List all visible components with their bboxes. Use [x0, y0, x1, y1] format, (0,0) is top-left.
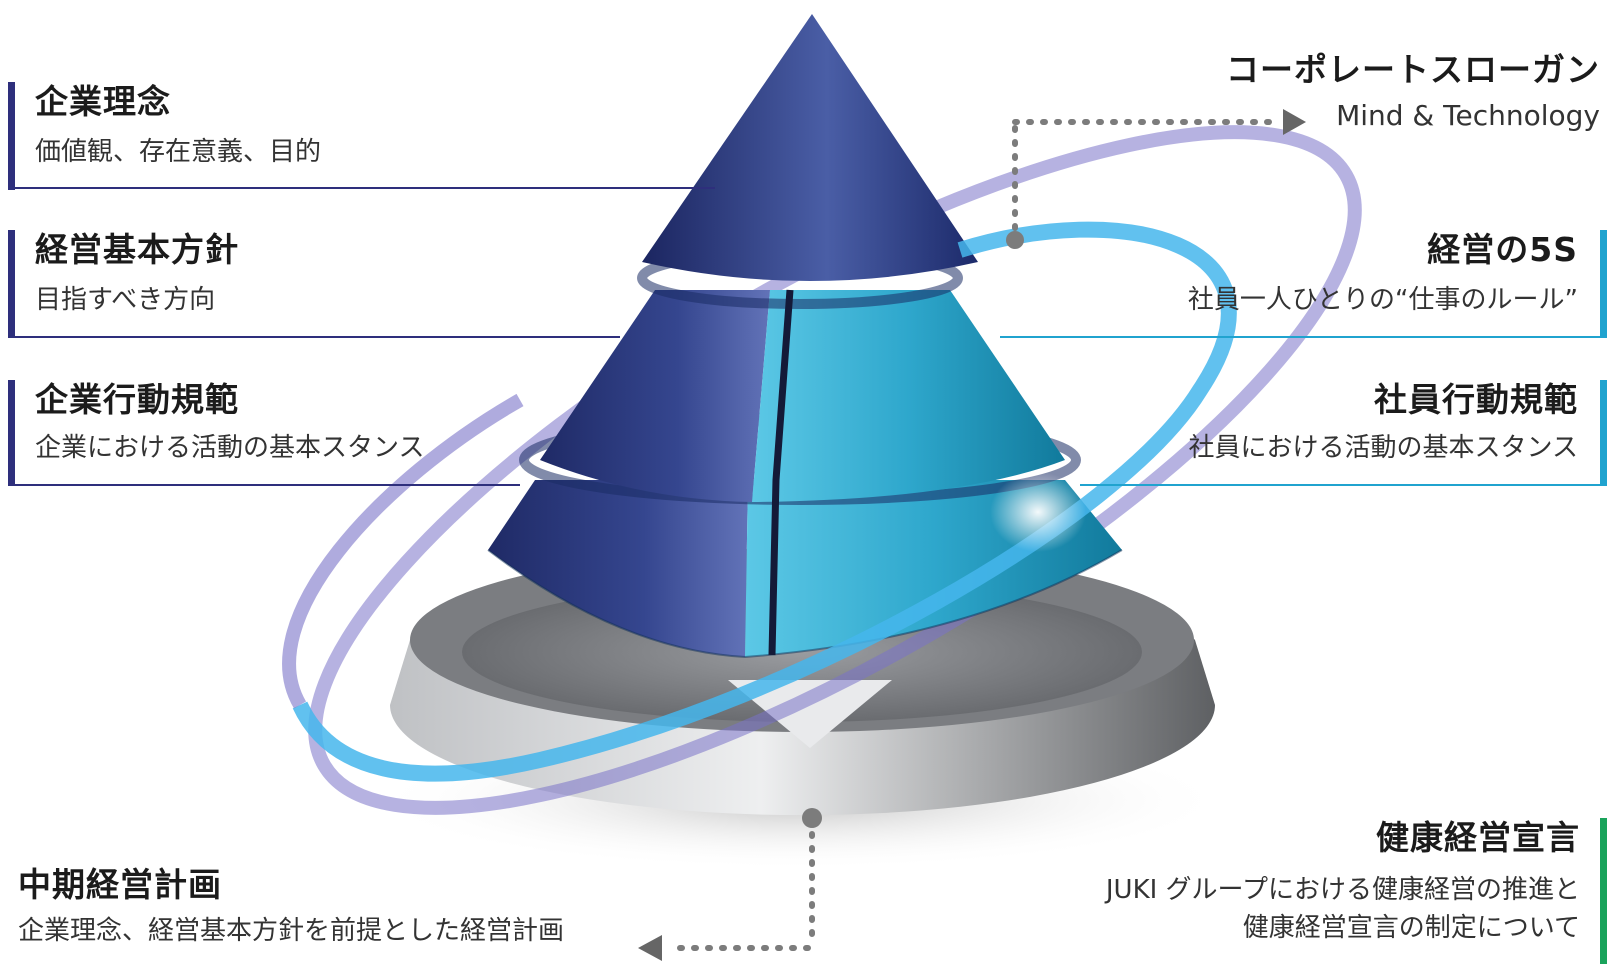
label-subtitle: 社員における活動の基本スタンス	[1188, 433, 1578, 463]
tier-middle-right	[752, 290, 1065, 502]
label-chuuki-keiei-keikaku: 中期経営計画 企業理念、経営基本方針を前提とした経営計画	[18, 865, 564, 949]
ring-glow	[990, 472, 1086, 552]
label-title: 中期経営計画	[18, 865, 222, 904]
label-kigyo-rinen: 企業理念 価値観、存在意義、目的	[8, 82, 321, 190]
right-arrow-icon	[1283, 109, 1306, 135]
tier-bottom-left	[488, 480, 748, 657]
midterm-connector	[638, 808, 822, 961]
label-keiei-kihon-houshin: 経営基本方針 目指すべき方向	[8, 230, 239, 338]
label-shain-koudou-kihan: 社員行動規範 社員における活動の基本スタンス	[1189, 380, 1607, 486]
label-kenkou-keiei-sengen[interactable]: 健康経営宣言 JUKI グループにおける健康経営の推進と 健康経営宣言の制定につ…	[1106, 818, 1607, 964]
left-arrow-icon	[638, 935, 662, 961]
label-subtitle: 目指すべき方向	[35, 285, 216, 315]
tier-middle-left	[540, 290, 770, 502]
tier-top	[642, 14, 978, 281]
label-subtitle: 企業理念、経営基本方針を前提とした経営計画	[18, 916, 565, 946]
label-title: 企業行動規範	[35, 380, 239, 419]
label-kigyo-koudou-kihan: 企業行動規範 企業における活動の基本スタンス	[8, 380, 424, 486]
label-corporate-slogan: コーポレートスローガン Mind & Technology	[1226, 50, 1600, 134]
cone	[487, 14, 1123, 659]
label-title: 企業理念	[35, 82, 171, 121]
label-title: コーポレートスローガン	[1226, 50, 1600, 89]
label-subtitle: Mind & Technology	[1336, 99, 1600, 132]
label-title: 経営基本方針	[35, 230, 239, 269]
label-subtitle: 企業における活動の基本スタンス	[35, 433, 425, 463]
label-subtitle: 価値観、存在意義、目的	[35, 137, 322, 167]
health-link-line1[interactable]: JUKI グループにおける健康経営の推進と	[1105, 875, 1580, 905]
label-title: 社員行動規範	[1374, 380, 1578, 419]
health-link-line2[interactable]: 健康経営宣言の制定について	[1242, 913, 1580, 943]
slogan-connector	[1006, 109, 1306, 249]
cone-split-line	[768, 289, 794, 656]
label-keiei-5s: 経営の5S 社員一人ひとりの“仕事のルール”	[1188, 230, 1607, 338]
down-arrow-marker	[728, 680, 892, 748]
label-title: 経営の5S	[1427, 230, 1578, 269]
orbit-ring-front	[292, 221, 1237, 782]
label-title: 健康経営宣言	[1376, 818, 1580, 857]
label-subtitle: 社員一人ひとりの“仕事のルール”	[1187, 285, 1578, 315]
